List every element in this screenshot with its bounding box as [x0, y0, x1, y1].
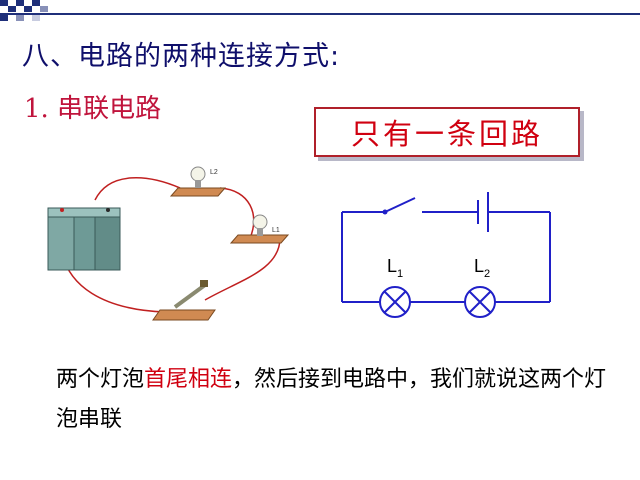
switch-pivot: [382, 209, 388, 215]
switch-illustration: [152, 280, 216, 321]
header-rule: [0, 13, 640, 15]
battery-illustration: [47, 207, 121, 271]
lamp-l2-tag: L2: [210, 169, 218, 176]
lamp-l1-illustration: L1: [229, 214, 290, 244]
lamp-l1-tag: L1: [272, 227, 280, 234]
slide-subtitle: 1. 串联电路: [24, 94, 162, 124]
highlight-box: 只有一条回路: [314, 107, 580, 157]
lamp-l1-label: L1: [387, 256, 403, 280]
highlight-box-text: 只有一条回路: [350, 117, 543, 151]
lamp-l2-label: L2: [474, 256, 490, 280]
circuit-illustration: L2 L1: [47, 166, 290, 321]
caption-part2: ，然后接到电路中，我们就说这两个灯泡串联: [56, 367, 607, 432]
caption-text: 两个灯泡首尾相连，然后接到电路中，我们就说这两个灯泡串联: [56, 360, 616, 440]
caption-highlight: 首尾相连: [144, 367, 233, 392]
checker-decoration: [0, 0, 48, 21]
lamp-l2-illustration: L2: [169, 166, 227, 197]
series-circuit-schematic: L1 L2: [341, 192, 551, 318]
caption-part1: 两个灯泡: [56, 367, 145, 392]
slide-title: 八、电路的两种连接方式:: [22, 41, 341, 72]
